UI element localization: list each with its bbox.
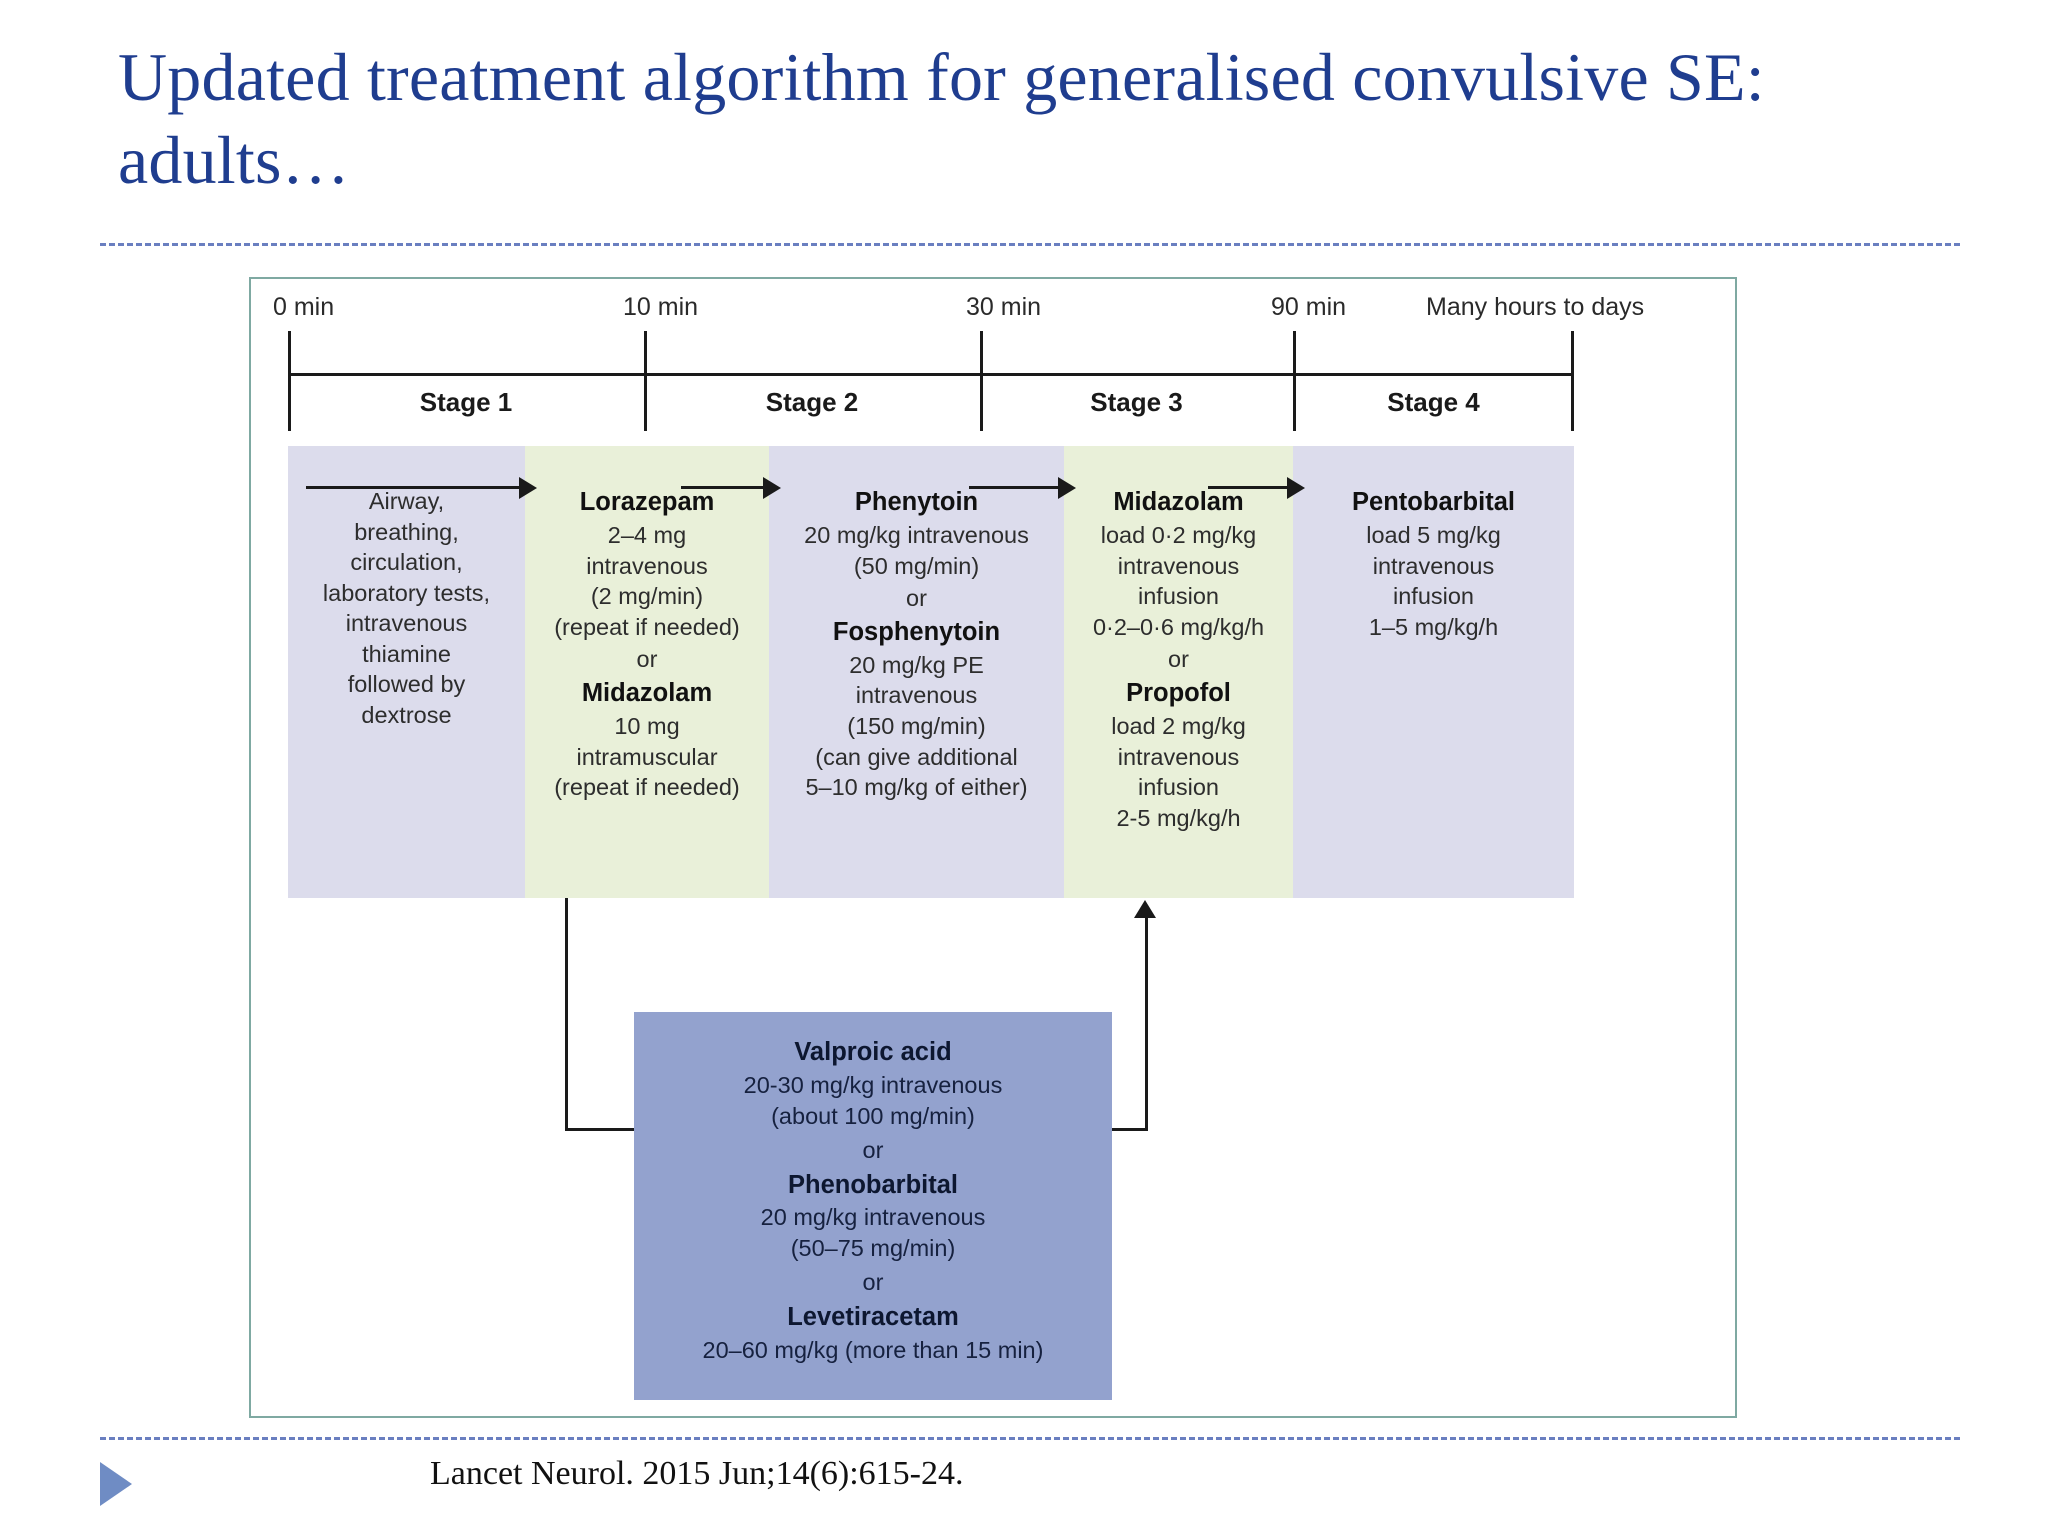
tick-end (1571, 331, 1574, 431)
timeline-axis (288, 373, 1574, 376)
pentobarbital-line-1: intravenous (1372, 552, 1495, 579)
column-midazolam-propofol: Midazolam load 0·2 mg/kg intravenous inf… (1064, 446, 1293, 898)
pentobarbital-line-0: load 5 mg/kg (1366, 522, 1501, 549)
phenytoin-line-1: (50 mg/min) (853, 552, 980, 579)
propofol-line-1: intravenous (1117, 743, 1240, 770)
tick-10min (644, 331, 647, 431)
lorazepam-or-label: or (636, 646, 658, 673)
phenobarbital-line-0: 20 mg/kg intravenous (760, 1204, 986, 1231)
fosphenytoin-line-0: 20 mg/kg PE (849, 651, 984, 678)
tick-30min (980, 331, 983, 431)
drug-pentobarbital: Pentobarbital (1352, 488, 1515, 516)
initial-care-line-3: laboratory tests, (322, 579, 491, 606)
drug-levetiracetam: Levetiracetam (787, 1303, 959, 1332)
citation-text: Lancet Neurol. 2015 Jun;14(6):615-24. (430, 1455, 964, 1492)
column-phenytoin: Phenytoin 20 mg/kg intravenous (50 mg/mi… (769, 446, 1064, 898)
time-label-90min: 90 min (1271, 293, 1347, 321)
propofol-line-2: infusion (1138, 774, 1219, 801)
phenobarbital-line-1: (50–75 mg/min) (790, 1235, 956, 1262)
valproic-line-1: (about 100 mg/min) (771, 1102, 975, 1129)
tick-0min (288, 331, 291, 431)
initial-care-line-7: dextrose (361, 701, 452, 728)
levetiracetam-line-0: 20–60 mg/kg (more than 15 min) (702, 1337, 1044, 1364)
valproic-line-0: 20-30 mg/kg intravenous (743, 1071, 1003, 1098)
arrow-head-3 (1058, 477, 1076, 499)
connector-right-left (565, 1128, 655, 1131)
midazolam-iv-line-0: load 0·2 mg/kg (1100, 522, 1257, 549)
connector-down-left (565, 898, 568, 1131)
midazolam-im-line-1: intramuscular (576, 743, 718, 770)
column-pentobarbital: Pentobarbital load 5 mg/kg intravenous i… (1293, 446, 1574, 898)
time-label-many-hours: Many hours to days (1426, 293, 1645, 321)
drug-phenytoin: Phenytoin (854, 488, 979, 516)
midazolam-iv-line-2: infusion (1138, 583, 1219, 610)
tick-90min (1293, 331, 1296, 431)
algorithm-figure: 0 min 10 min 30 min 90 min Many hours to… (249, 277, 1737, 1418)
drug-midazolam-im: Midazolam (581, 678, 713, 707)
fosphenytoin-line-1: intravenous (855, 682, 978, 709)
divider-bottom (100, 1437, 1960, 1440)
midazolam-im-line-0: 10 mg (614, 713, 680, 740)
stage-label-2: Stage 2 (765, 387, 859, 417)
arrow-line-1 (306, 486, 521, 489)
drug-midazolam-iv: Midazolam (1113, 488, 1244, 516)
pentobarbital-line-3: 1–5 mg/kg/h (1368, 613, 1499, 640)
timeline-header: 0 min 10 min 30 min 90 min Many hours to… (251, 279, 1735, 431)
stage-label-4: Stage 4 (1387, 387, 1480, 417)
fosphenytoin-line-2: (150 mg/min) (847, 713, 986, 740)
divider-top (100, 243, 1960, 246)
fosphenytoin-line-3: (can give additional (815, 743, 1018, 770)
arrow-head-1 (519, 477, 537, 499)
lorazepam-line-1: intravenous (586, 552, 708, 579)
connector-up-right (1145, 913, 1148, 1131)
initial-care-line-4: intravenous (345, 610, 468, 637)
fosphenytoin-line-4: 5–10 mg/kg of either) (805, 774, 1028, 801)
lorazepam-line-3: (repeat if needed) (554, 613, 740, 640)
propofol-line-0: load 2 mg/kg (1111, 713, 1246, 740)
time-label-30min: 30 min (966, 293, 1042, 321)
lorazepam-line-2: (2 mg/min) (590, 583, 704, 610)
initial-care-line-1: breathing, (354, 518, 459, 545)
phenytoin-line-0: 20 mg/kg intravenous (804, 522, 1029, 549)
initial-care-line-5: thiamine (362, 640, 451, 667)
stage-label-1: Stage 1 (419, 387, 513, 417)
initial-care-line-6: followed by (347, 671, 466, 698)
column-lorazepam: Lorazepam 2–4 mg intravenous (2 mg/min) … (525, 446, 769, 898)
drug-valproic-acid: Valproic acid (794, 1038, 952, 1066)
column-initial-care: Airway, breathing, circulation, laborato… (288, 446, 525, 898)
time-label-10min: 10 min (623, 293, 699, 321)
midazolam-im-line-2: (repeat if needed) (554, 774, 740, 801)
arrow-line-2 (681, 486, 765, 489)
stage-label-3: Stage 3 (1090, 387, 1183, 417)
midazolam-iv-line-1: intravenous (1117, 552, 1240, 579)
play-triangle-icon (100, 1462, 132, 1506)
propofol-line-3: 2-5 mg/kg/h (1116, 804, 1241, 831)
phenytoin-or-label: or (906, 585, 927, 612)
arrow-line-3 (969, 486, 1060, 489)
pentobarbital-line-2: infusion (1393, 583, 1474, 610)
midazolam-or-label: or (1168, 646, 1189, 673)
arrow-head-valproic-out (1134, 900, 1156, 918)
drug-fosphenytoin: Fosphenytoin (832, 617, 1001, 646)
arrow-line-4 (1208, 486, 1289, 489)
initial-care-line-2: circulation, (350, 549, 463, 576)
midazolam-iv-line-3: 0·2–0·6 mg/kg/h (1092, 613, 1265, 640)
valproic-or-label-1: or (862, 1136, 884, 1163)
drug-lorazepam: Lorazepam (579, 488, 715, 516)
page-title: Updated treatment algorithm for generali… (118, 39, 1765, 198)
drug-phenobarbital: Phenobarbital (787, 1170, 959, 1199)
valproic-acid-box: Valproic acid 20-30 mg/kg intravenous (a… (634, 1012, 1112, 1400)
valproic-or-label-2: or (862, 1269, 884, 1296)
initial-care-line-0: Airway, (368, 488, 445, 514)
arrow-head-2 (763, 477, 781, 499)
lorazepam-line-0: 2–4 mg (607, 522, 687, 549)
time-label-0min: 0 min (273, 293, 335, 321)
arrow-head-4 (1287, 477, 1305, 499)
drug-propofol: Propofol (1126, 678, 1231, 707)
